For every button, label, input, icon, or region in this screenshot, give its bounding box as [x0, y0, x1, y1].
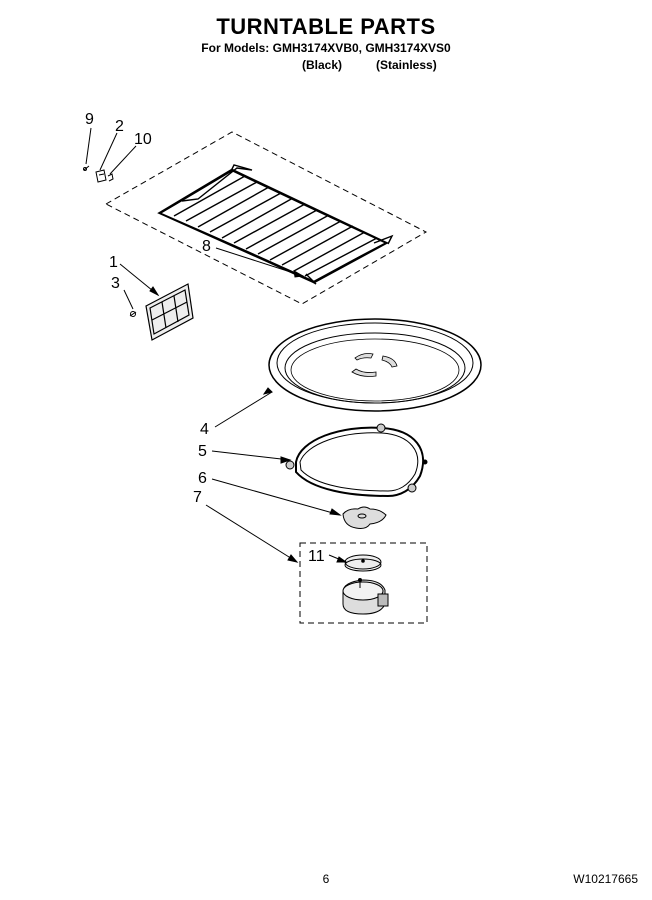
- waveguide-cover: [145, 283, 194, 341]
- variant-black: (Black): [302, 58, 343, 72]
- callout-7: 7: [193, 489, 202, 506]
- coupler: [342, 506, 387, 529]
- screw-part-3: [129, 311, 137, 317]
- callout-6: 6: [198, 470, 207, 487]
- callout-8: 8: [202, 238, 211, 255]
- model-numbers: For Models: GMH3174XVB0, GMH3174XVS0: [201, 41, 451, 55]
- callout-9: 9: [85, 111, 94, 128]
- variant-stainless: (Stainless): [376, 58, 437, 72]
- screw-part: [83, 165, 90, 171]
- callout-10: 10: [134, 131, 152, 148]
- callout-5: 5: [198, 443, 207, 460]
- bracket-part: [95, 169, 107, 183]
- motor-group-box: [299, 542, 428, 624]
- page-title: TURNTABLE PARTS: [216, 14, 436, 39]
- turntable-motor: [342, 578, 389, 615]
- motor-cap: [344, 554, 382, 572]
- document-number: W10217665: [573, 872, 638, 886]
- wire-rack: [157, 164, 394, 285]
- page-number: 6: [322, 872, 330, 886]
- leader-lines: [85, 127, 348, 563]
- callout-2: 2: [115, 118, 124, 135]
- callout-4: 4: [200, 421, 209, 438]
- rack-group-box: [104, 131, 428, 305]
- callout-3: 3: [111, 275, 120, 292]
- roller-ring: [285, 423, 428, 498]
- clip-part: [107, 173, 114, 182]
- callout-1: 1: [109, 254, 118, 271]
- callout-11: 11: [308, 548, 325, 565]
- turntable-tray: [268, 318, 482, 412]
